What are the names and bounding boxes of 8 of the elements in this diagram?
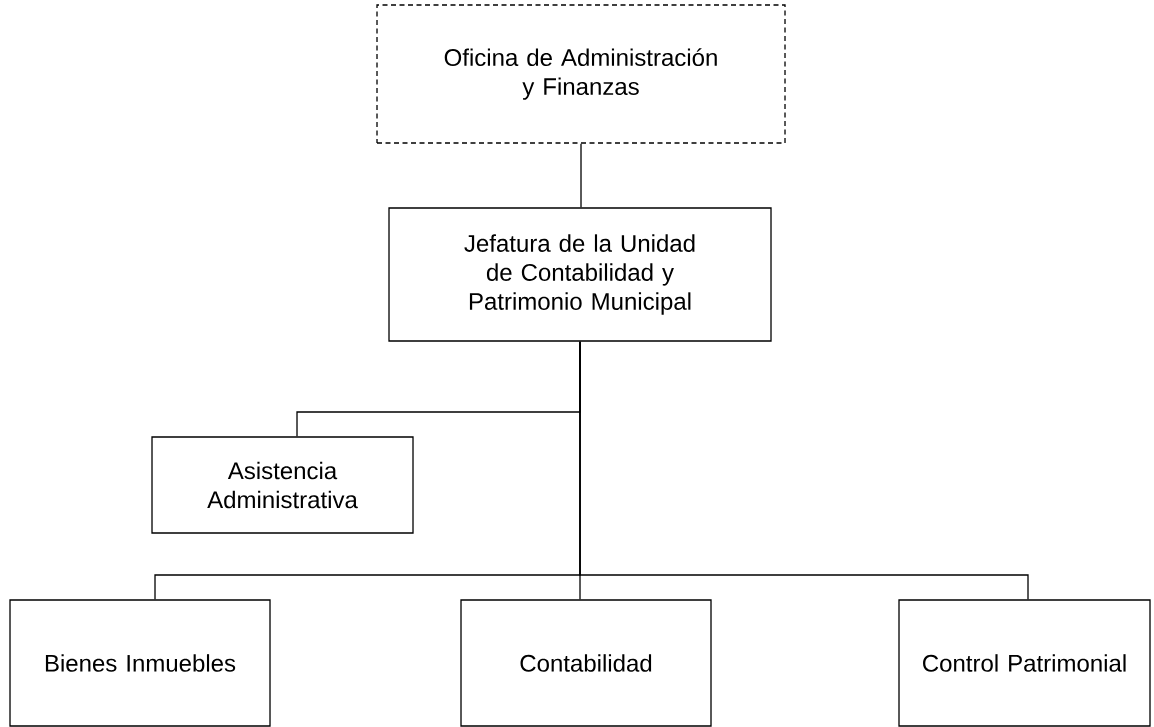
unit-box: Asistencia Administrativa (151, 436, 414, 534)
unit-box: Bienes Inmuebles (9, 599, 271, 727)
connector-line (579, 341, 1029, 600)
connector-line (580, 143, 582, 208)
unit-box: Control Patrimonial (898, 599, 1151, 727)
dashed-box: Oficina de Administración y Finanzas (376, 4, 786, 144)
unit-box: Jefatura de la Unidad de Contabilidad y Patrimonio Municipal (388, 207, 772, 342)
unit-box: Contabilidad (460, 599, 712, 727)
